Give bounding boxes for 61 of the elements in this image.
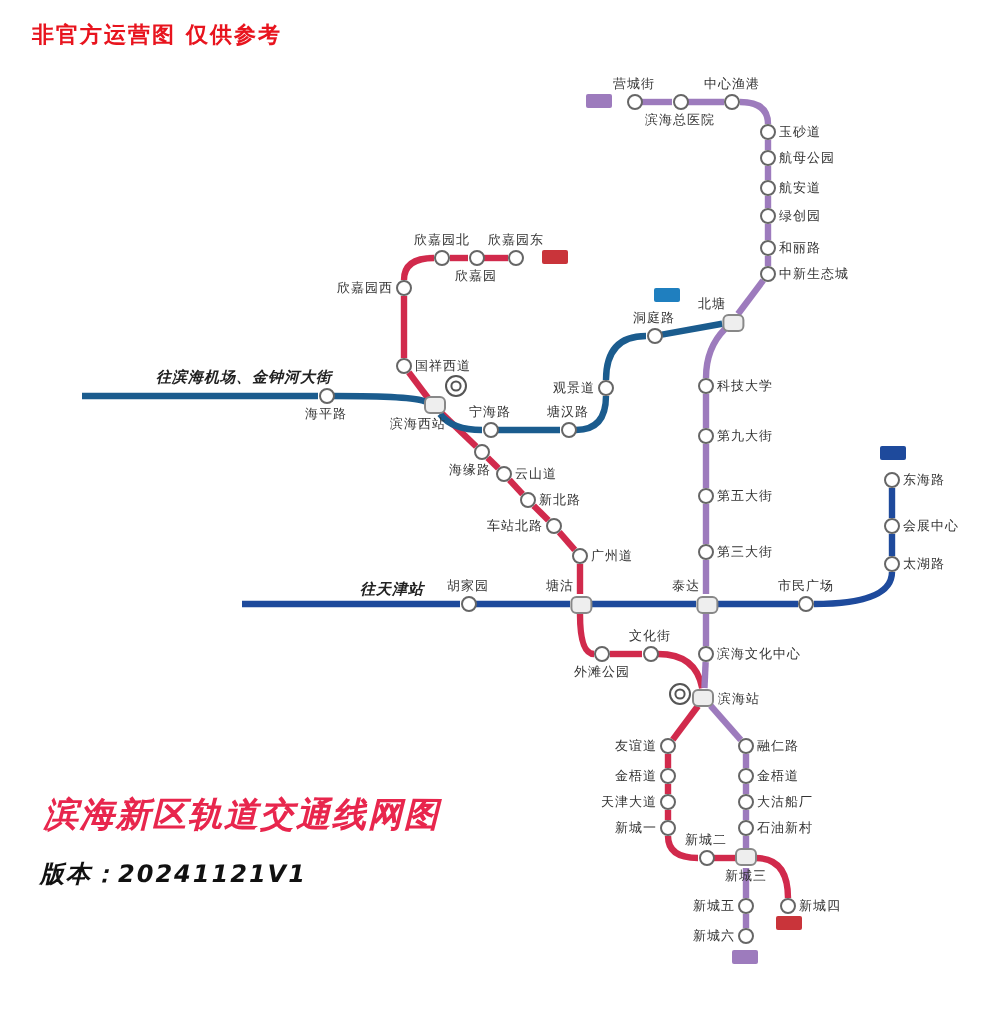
metro-line [602, 332, 647, 381]
metro-line [742, 836, 750, 848]
metro-line [764, 256, 772, 266]
metro-line [400, 296, 408, 358]
metro-line [576, 613, 595, 658]
metro-line [242, 600, 460, 608]
metro-line [575, 395, 610, 434]
metro-line [764, 224, 772, 240]
metro-line [485, 455, 501, 471]
metro-line [702, 444, 710, 488]
metro-line [716, 600, 798, 608]
metro-line [334, 392, 427, 405]
metro-line [642, 98, 672, 106]
metro-line [764, 196, 772, 208]
version-text: 版本：20241121V1 [40, 858, 307, 892]
metro-line [742, 810, 750, 820]
metro-line [664, 754, 672, 768]
metro-line [484, 254, 508, 262]
metro-line [590, 600, 696, 608]
metro-line [708, 703, 744, 743]
metro-line [406, 370, 431, 400]
metro-line [813, 571, 896, 608]
metro-line [702, 560, 710, 594]
metro-line [742, 868, 750, 898]
metro-line [702, 504, 710, 544]
metro-line [476, 600, 570, 608]
metro-line [450, 254, 468, 262]
metro-line [670, 704, 701, 742]
notice-text: 非官方运营图 仅供参考 [32, 20, 282, 50]
metro-line [437, 411, 483, 434]
metro-line [742, 754, 750, 768]
metro-line [739, 98, 772, 125]
metro-line [735, 278, 766, 316]
metro-line [661, 320, 723, 338]
metro-line [714, 854, 736, 862]
metro-line [755, 854, 792, 899]
metro-line [507, 477, 525, 497]
metro-line [664, 810, 672, 820]
map-title: 滨海新区轨道交通线网图 [44, 794, 440, 838]
metro-line [764, 140, 772, 150]
metro-line [576, 564, 584, 594]
metro-line [664, 835, 699, 862]
metro-line [498, 426, 560, 434]
metro-line [439, 410, 479, 449]
metro-line [82, 392, 318, 400]
metro-line [888, 488, 896, 518]
metro-line [556, 529, 578, 553]
metro-line [400, 254, 435, 281]
metro-line [702, 326, 728, 379]
metro-line [888, 534, 896, 556]
metro-line [742, 914, 750, 928]
metro-line [702, 614, 710, 646]
metro-line [657, 650, 706, 689]
metro-line [764, 166, 772, 180]
metro-line [701, 661, 709, 689]
metro-line [531, 503, 551, 523]
metro-line [610, 650, 642, 658]
metro-line [664, 784, 672, 794]
metro-line [742, 784, 750, 794]
metro-line [688, 98, 724, 106]
metro-line [702, 394, 710, 428]
